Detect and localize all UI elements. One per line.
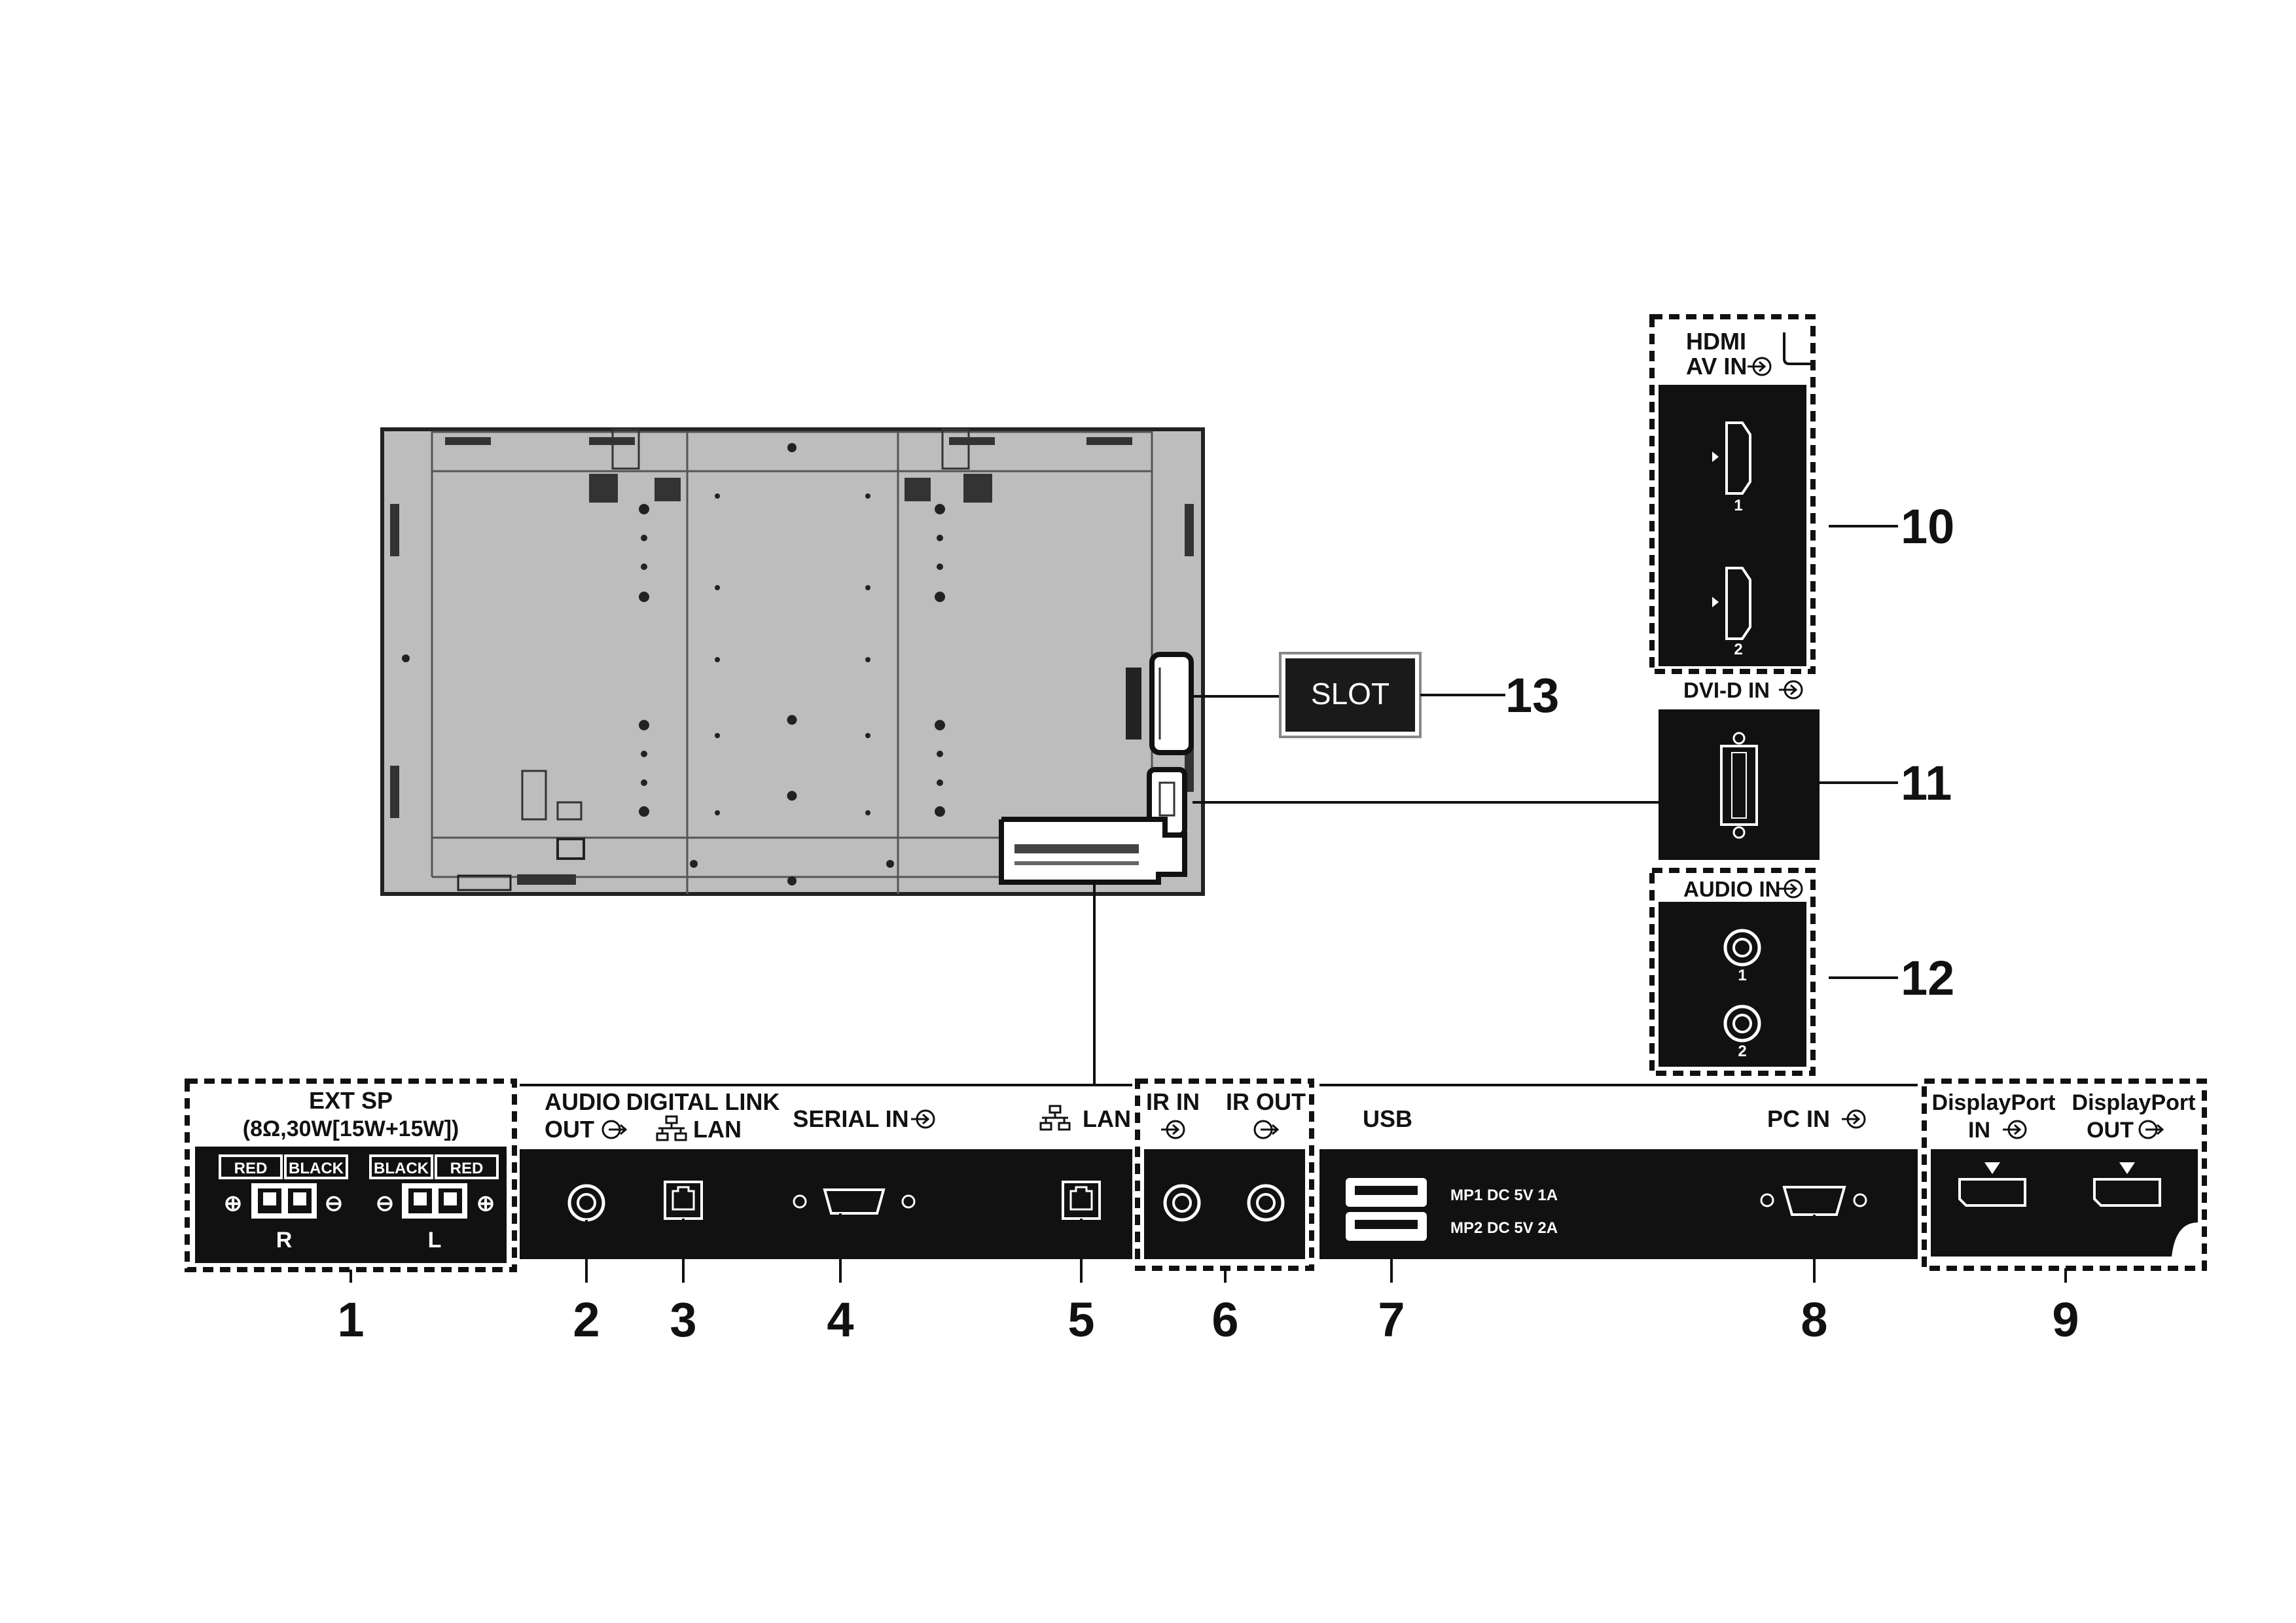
audio-out-label-2: OUT — [545, 1116, 594, 1143]
lan-group: LAN 5 — [1039, 1105, 1131, 1347]
ir-in-label: IR IN — [1146, 1088, 1200, 1115]
minus-icon: ⊖ — [376, 1191, 395, 1216]
hdmi-label-1: HDMI — [1686, 328, 1746, 355]
digital-link-lan-label: LAN — [693, 1116, 742, 1143]
plus-icon: ⊕ — [224, 1191, 243, 1216]
number-4: 4 — [827, 1293, 853, 1347]
ext-sp-black-l: BLACK — [374, 1160, 429, 1177]
dp-in-label-1: DisplayPort — [1932, 1090, 2056, 1115]
ext-sp-group: EXT SP (8Ω,30W[15W+15W]) RED BLACK BLACK… — [185, 1079, 517, 1347]
audio-in-port-1-label: 1 — [1738, 967, 1746, 984]
audio-out-group: AUDIO OUT 2 — [545, 1088, 627, 1347]
displayport-out-port[interactable] — [2093, 1162, 2161, 1207]
usb-group: USB MP1 DC 5V 1A MP2 DC 5V 2A 7 — [1346, 1105, 1558, 1347]
usb-port-mp1[interactable] — [1346, 1178, 1427, 1207]
number-5: 5 — [1067, 1293, 1094, 1347]
output-arrow-icon — [1253, 1120, 1279, 1139]
audio-in-port-2-label: 2 — [1738, 1043, 1746, 1060]
input-arrow-icon — [1778, 879, 1803, 899]
digital-link-label: DIGITAL LINK — [626, 1088, 780, 1115]
slot-callout: SLOT 13 — [1193, 652, 1559, 738]
slot-label: SLOT — [1311, 677, 1390, 711]
number-9: 9 — [2052, 1293, 2079, 1347]
input-arrow-icon — [1160, 1120, 1185, 1139]
number-7: 7 — [1378, 1293, 1405, 1347]
dp-out-label-1: DisplayPort — [2072, 1090, 2196, 1115]
hdmi-port-2-label: 2 — [1734, 641, 1742, 658]
monitor-rear-view — [380, 427, 1205, 896]
digital-link-group: DIGITAL LINK LAN 3 — [626, 1088, 780, 1347]
speaker-terminal-l[interactable] — [402, 1183, 467, 1219]
input-arrow-icon — [2001, 1120, 2027, 1139]
input-arrow-icon — [910, 1109, 935, 1129]
serial-in-group: SERIAL IN 4 — [793, 1105, 935, 1347]
ir-out-label: IR OUT — [1226, 1088, 1306, 1115]
displayport-group: DisplayPort IN DisplayPort OUT 9 — [1922, 1079, 2207, 1347]
network-icon — [656, 1115, 687, 1141]
ext-sp-l-label: L — [428, 1228, 442, 1253]
lan-label: LAN — [1083, 1105, 1131, 1132]
serial-in-port[interactable] — [793, 1188, 916, 1215]
pc-in-group: PC IN 8 — [1760, 1105, 1867, 1347]
usb-label: USB — [1363, 1105, 1412, 1132]
hdmi-av-in-group: HDMI AV IN 1 2 10 — [1649, 314, 1954, 674]
displayport-in-port[interactable] — [1958, 1162, 2026, 1207]
plus-icon: ⊕ — [476, 1191, 495, 1216]
audio-out-label-1: AUDIO — [545, 1088, 620, 1115]
pc-in-port[interactable] — [1760, 1186, 1867, 1216]
input-arrow-icon — [1840, 1109, 1866, 1129]
number-2: 2 — [573, 1293, 600, 1347]
dp-out-label-2: OUT — [2087, 1118, 2134, 1143]
number-6: 6 — [1211, 1293, 1238, 1347]
number-12: 12 — [1901, 951, 1954, 1005]
usb-port-mp2[interactable] — [1346, 1212, 1427, 1241]
speaker-terminal-r[interactable] — [251, 1183, 317, 1219]
output-arrow-icon — [601, 1120, 627, 1139]
output-arrow-icon — [2138, 1120, 2164, 1139]
number-13: 13 — [1505, 668, 1559, 722]
dvi-d-in-group: DVI-D IN 11 — [1193, 678, 1952, 860]
hdmi-port-2[interactable] — [1712, 567, 1751, 640]
usb-mp1-label: MP1 DC 5V 1A — [1450, 1186, 1558, 1204]
dvi-port[interactable] — [1720, 732, 1758, 839]
pc-in-label: PC IN — [1767, 1105, 1830, 1132]
audio-in-label: AUDIO IN — [1683, 877, 1781, 901]
ext-sp-title: EXT SP — [309, 1087, 393, 1114]
audio-lan-serial-panel — [520, 1149, 1132, 1259]
number-1: 1 — [337, 1293, 364, 1347]
hdmi-port-1-label: 1 — [1734, 497, 1742, 514]
hdmi-label-2: AV IN — [1686, 353, 1747, 380]
dp-in-label-2: IN — [1968, 1118, 1990, 1143]
network-icon — [1039, 1105, 1071, 1131]
number-3: 3 — [670, 1293, 696, 1347]
minus-icon: ⊖ — [325, 1191, 344, 1216]
dvi-label: DVI-D IN — [1683, 678, 1770, 702]
ext-sp-red-l: RED — [450, 1160, 484, 1177]
usb-mp2-label: MP2 DC 5V 2A — [1450, 1219, 1558, 1237]
ir-group: IR IN IR OUT 6 — [1135, 1079, 1314, 1347]
number-10: 10 — [1901, 499, 1954, 554]
number-8: 8 — [1801, 1293, 1827, 1347]
audio-in-group: AUDIO IN 1 2 12 — [1649, 868, 1954, 1076]
ext-sp-spec: (8Ω,30W[15W+15W]) — [243, 1116, 459, 1141]
number-11: 11 — [1901, 756, 1952, 810]
hdmi-port-1[interactable] — [1712, 421, 1751, 495]
ext-sp-r-label: R — [276, 1228, 293, 1253]
input-arrow-icon — [1778, 680, 1803, 700]
ext-sp-red-r: RED — [234, 1160, 268, 1177]
serial-in-label: SERIAL IN — [793, 1105, 908, 1132]
input-arrow-icon — [1746, 357, 1772, 376]
ext-sp-black-r: BLACK — [289, 1160, 344, 1177]
